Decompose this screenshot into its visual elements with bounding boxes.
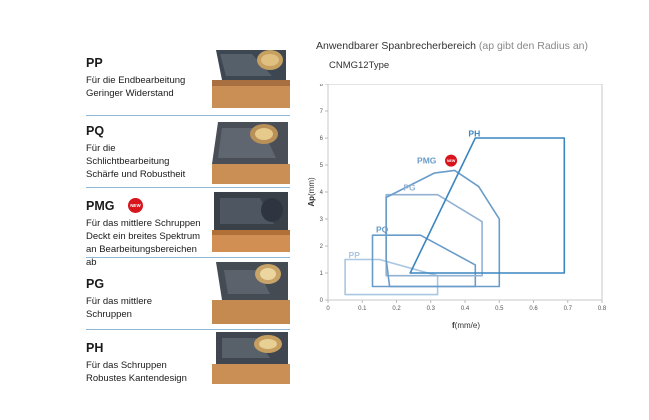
- desc-pp: Für die Endbearbeitung Geringer Widersta…: [86, 74, 290, 100]
- insert-image-pp: [212, 50, 290, 108]
- code-pmg-wrap: PMG NEW: [86, 197, 290, 215]
- separator: [86, 257, 290, 258]
- x-axis-label-unit: (mm/e): [455, 321, 481, 330]
- desc-ph-line2: Robustes Kantendesign: [86, 373, 187, 384]
- insert-image-pg: [212, 262, 290, 324]
- insert-image-pq: [212, 122, 290, 184]
- y-tick-label: 4: [320, 190, 324, 196]
- desc-pmg-line2: Deckt ein breites Spektrum: [86, 231, 201, 242]
- row-pq: PQ Für die Schlichtbearbeitung Schärfe u…: [86, 122, 290, 181]
- x-tick-label: 0: [326, 306, 330, 312]
- plot-frame: [327, 84, 603, 301]
- row-ph: PH Für das Schruppen Robustes Kantendesi…: [86, 339, 290, 385]
- region-pmg: [385, 169, 501, 288]
- desc-ph: Für das Schruppen Robustes Kantendesign: [86, 359, 290, 385]
- separator: [86, 329, 290, 330]
- x-axis-label: f(mm/e): [452, 321, 480, 330]
- y-axis-label: Ap(mm): [307, 177, 316, 207]
- desc-pmg-line3: an Bearbeitungsbereichen: [86, 244, 197, 255]
- x-tick-label: 0.5: [495, 306, 504, 312]
- region-ph: [409, 137, 566, 274]
- x-tick-label: 0.2: [392, 306, 401, 312]
- code-pq: PQ: [86, 124, 105, 138]
- desc-pg-line1: Für das mittlere: [86, 296, 152, 307]
- desc-pg: Für das mittlere Schruppen: [86, 295, 290, 321]
- y-axis-label-unit: (mm): [307, 177, 316, 196]
- y-tick-label: 5: [320, 163, 324, 169]
- desc-pq-line1: Für die: [86, 143, 116, 154]
- region-label-pp: PP: [349, 250, 361, 260]
- separator: [86, 187, 290, 188]
- desc-pq: Für die Schlichtbearbeitung Schärfe und …: [86, 142, 290, 181]
- y-tick-label: 8: [320, 84, 324, 88]
- chart-subtitle: (ap gibt den Radius an): [478, 40, 589, 52]
- insert-image-pmg: [212, 192, 290, 252]
- x-tick-label: 0.8: [598, 306, 607, 312]
- y-tick-label: 0: [320, 298, 324, 304]
- code-pmg: PMG: [86, 199, 115, 213]
- chart-title-line: Anwendbarer Spanbrecherbereich (ap gibt …: [316, 40, 588, 52]
- code-pp: PP: [86, 56, 103, 70]
- region-label-pmg: PMG: [417, 156, 437, 166]
- y-tick-label: 2: [320, 244, 324, 250]
- x-tick-label: 0.7: [564, 306, 573, 312]
- desc-pp-line1: Für die Endbearbeitung: [86, 75, 186, 86]
- desc-pmg-line4: ab: [86, 257, 97, 268]
- y-ticks: 0 1 2 3 4 5 6 7 8: [320, 84, 328, 304]
- desc-pmg: Für das mittlere Schruppen Deckt ein bre…: [86, 217, 290, 269]
- x-tick-label: 0.1: [358, 306, 367, 312]
- region-label-ph: PH: [468, 129, 480, 139]
- pmg-badge-circle: [445, 154, 458, 167]
- desc-pq-line3: Schärfe und Robustheit: [86, 169, 186, 180]
- x-tick-label: 0.3: [427, 306, 436, 312]
- desc-pmg-line1: Für das mittlere Schruppen: [86, 218, 201, 229]
- chart-type-label: CNMG12Type: [329, 60, 390, 71]
- row-pmg: PMG NEW Für das mittlere Schruppen Deckt…: [86, 197, 290, 269]
- pmg-badge-text: NEW: [447, 159, 456, 163]
- y-axis-label-main: Ap: [307, 196, 316, 207]
- breaker-regions: [344, 137, 566, 296]
- desc-pp-line2: Geringer Widerstand: [86, 88, 174, 99]
- breaker-range-chart: 0 1 2 3 4 5 6 7 8 0 0.1 0.2 0.3 0.4 0.5 0.6 0.7 0.8 PP PQ…: [307, 84, 607, 330]
- code-pg: PG: [86, 277, 105, 291]
- region-label-pq: PQ: [376, 225, 389, 235]
- row-pp: PP Für die Endbearbeitung Geringer Wider…: [86, 54, 290, 100]
- row-pg: PG Für das mittlere Schruppen: [86, 275, 290, 321]
- x-axis-label-main: f: [452, 321, 455, 330]
- separator: [86, 115, 290, 116]
- region-pp: [344, 258, 439, 296]
- region-label-pg: PG: [403, 183, 416, 193]
- desc-ph-line1: Für das Schruppen: [86, 360, 167, 371]
- code-ph: PH: [86, 341, 104, 355]
- new-badge: NEW: [127, 198, 143, 214]
- y-tick-label: 3: [320, 217, 324, 223]
- desc-pg-line2: Schruppen: [86, 309, 132, 320]
- region-labels: PP PQ PG PMG PH: [349, 129, 481, 261]
- x-ticks: 0 0.1 0.2 0.3 0.4 0.5 0.6 0.7 0.8: [326, 300, 607, 312]
- y-tick-label: 7: [320, 109, 324, 115]
- desc-pq-line2: Schlichtbearbeitung: [86, 156, 170, 167]
- pmg-new-badge: NEW: [445, 154, 458, 167]
- y-tick-label: 6: [320, 136, 324, 142]
- x-tick-label: 0.6: [529, 306, 538, 312]
- chart-title: Anwendbarer Spanbrecherbereich: [316, 40, 476, 52]
- insert-image-ph: [212, 332, 290, 384]
- y-tick-label: 1: [320, 271, 324, 277]
- x-tick-label: 0.4: [461, 306, 470, 312]
